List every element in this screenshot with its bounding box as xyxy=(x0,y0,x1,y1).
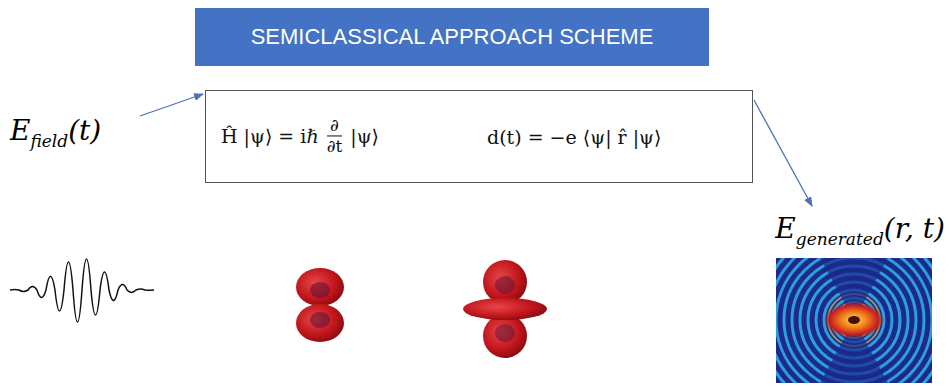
field-label: Egenerated(r, t) xyxy=(775,212,945,249)
equation-box: Ĥ |ψ⟩ = iℏ∂∂t|ψ⟩d(t) = −e ⟨ψ| r̂ |ψ⟩ xyxy=(205,90,753,183)
subscript-label: field xyxy=(30,131,68,151)
math-label: E xyxy=(775,212,795,245)
equation: Ĥ |ψ⟩ = iℏ∂∂t|ψ⟩ xyxy=(218,116,382,157)
pulse-waveform xyxy=(10,259,154,322)
fraction: ∂∂t xyxy=(325,116,345,157)
field-label: Efield(t) xyxy=(10,114,101,151)
title-box: SEMICLASSICAL APPROACH SCHEME xyxy=(195,8,709,66)
equation: d(t) = −e ⟨ψ| r̂ |ψ⟩ xyxy=(484,126,664,148)
fraction-denominator: ∂t xyxy=(327,136,343,158)
title-text: SEMICLASSICAL APPROACH SCHEME xyxy=(251,24,654,50)
p-orbital xyxy=(296,268,344,342)
d-orbital xyxy=(463,260,547,358)
equation-text: |ψ⟩ xyxy=(350,126,379,148)
equation-text: Ĥ |ψ⟩ = iℏ xyxy=(221,126,319,148)
math-label: (r, t) xyxy=(884,212,945,245)
subscript-label: generated xyxy=(796,229,884,249)
field-map xyxy=(776,258,932,383)
math-label: (t) xyxy=(68,114,101,147)
equation-text: d(t) = −e ⟨ψ| r̂ |ψ⟩ xyxy=(487,126,661,148)
output-arrow xyxy=(754,100,812,206)
math-label: E xyxy=(10,114,30,147)
fraction-numerator: ∂ xyxy=(330,116,339,136)
input-arrow xyxy=(140,94,203,116)
